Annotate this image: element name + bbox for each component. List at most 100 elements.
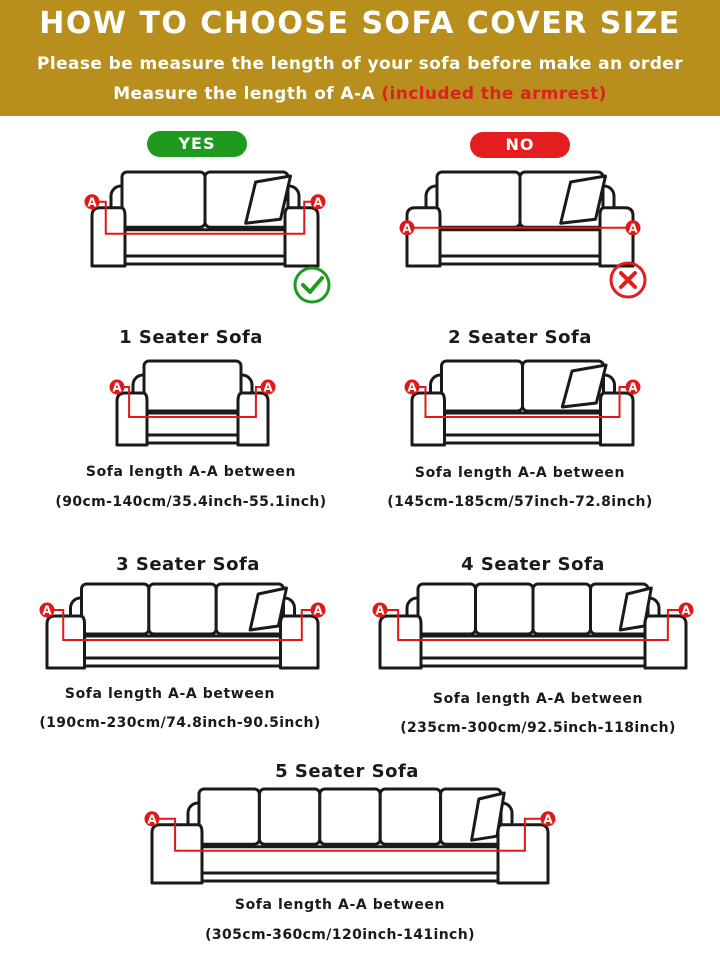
- right-armrest: [643, 614, 688, 670]
- a-marker: A: [372, 602, 388, 618]
- left-armrest: [45, 614, 86, 670]
- a-marker-letter: A: [42, 604, 52, 618]
- a-marker: A: [310, 194, 326, 210]
- sofa-base: [428, 254, 612, 266]
- a-marker-letter: A: [375, 604, 385, 618]
- measure-line: [384, 609, 682, 641]
- a-marker: A: [260, 379, 276, 395]
- back-cushion: [318, 787, 382, 846]
- a-marker: A: [404, 379, 420, 395]
- throw-pillow: [559, 174, 608, 225]
- sofa-base: [409, 656, 657, 668]
- a-marker: A: [540, 811, 556, 827]
- measure-line: [96, 200, 314, 235]
- sofa-base: [73, 656, 292, 668]
- armrest-note: (included the armrest): [381, 84, 607, 104]
- a-marker: A: [109, 379, 125, 395]
- page-title: HOW TO CHOOSE SOFA COVER SIZE: [39, 6, 681, 41]
- sofa-1-title: 1 Seater Sofa: [119, 327, 263, 348]
- measure-line: [51, 609, 314, 641]
- a-marker-letter: A: [313, 195, 323, 209]
- sofa-base: [433, 433, 612, 445]
- a-marker-letter: A: [147, 812, 157, 826]
- right-armrest: [279, 614, 320, 670]
- sofa-base: [113, 254, 297, 266]
- a-marker-dot: [84, 194, 100, 210]
- a-marker-dot: [144, 811, 160, 827]
- sofa-5-length-label: Sofa length A-A between: [234, 897, 446, 913]
- right-armrest: [283, 206, 320, 268]
- a-marker-letter: A: [313, 604, 323, 618]
- sofa-1-range: (90cm-140cm/35.4inch-55.1inch): [55, 494, 327, 510]
- sofa-3-title: 3 Seater Sofa: [116, 554, 260, 575]
- a-marker-dot: [310, 602, 326, 618]
- a-marker-dot: [678, 602, 694, 618]
- a-marker-letter: A: [628, 221, 638, 235]
- measure-line: [121, 386, 264, 418]
- a-marker: A: [84, 194, 100, 210]
- a-marker-dot: [260, 379, 276, 395]
- left-armrest: [150, 823, 204, 885]
- sofa-3-range: (190cm-230cm/74.8inch-90.5inch): [39, 715, 321, 731]
- a-marker-dot: [404, 379, 420, 395]
- a-marker: A: [39, 602, 55, 618]
- a-marker-dot: [399, 220, 415, 236]
- throw-pillow: [244, 174, 293, 225]
- sofa-4-length-label: Sofa length A-A between: [432, 691, 644, 707]
- back-cushion: [435, 170, 522, 229]
- back-cushion: [197, 787, 261, 846]
- left-armrest: [405, 206, 442, 268]
- a-marker: A: [625, 220, 641, 236]
- sofa-5-title: 5 Seater Sofa: [275, 761, 419, 782]
- sofa-4-range: (235cm-300cm/92.5inch-118inch): [400, 720, 676, 736]
- no-badge: NO: [470, 132, 570, 158]
- a-marker: A: [625, 379, 641, 395]
- a-marker-letter: A: [112, 381, 122, 395]
- back-cushion: [147, 582, 218, 636]
- back-cushion: [142, 359, 243, 413]
- sofa-3-length-label: Sofa length A-A between: [64, 686, 276, 702]
- back-cushion: [531, 582, 592, 636]
- right-armrest: [236, 391, 270, 447]
- yes-badge: YES: [147, 131, 247, 157]
- a-marker-letter: A: [681, 604, 691, 618]
- a-marker-letter: A: [407, 381, 417, 395]
- instruction-line-2: Measure the length of A-A (included the …: [0, 84, 720, 104]
- a-marker: A: [678, 602, 694, 618]
- back-cushion: [120, 170, 207, 229]
- a-marker-letter: A: [543, 812, 553, 826]
- sofa-2-range: (145cm-185cm/57inch-72.8inch): [387, 494, 653, 510]
- measure-line: [156, 817, 544, 852]
- a-marker-dot: [625, 220, 641, 236]
- back-cushion: [378, 787, 443, 846]
- a-marker: A: [310, 602, 326, 618]
- a-marker-letter: A: [402, 221, 412, 235]
- right-armrest: [599, 391, 635, 447]
- seat-cushion: [428, 228, 612, 258]
- a-marker-dot: [372, 602, 388, 618]
- instruction-line-1: Please be measure the length of your sof…: [37, 54, 683, 74]
- sofa-5-range: (305cm-360cm/120inch-141inch): [205, 927, 475, 943]
- a-marker-dot: [540, 811, 556, 827]
- left-armrest: [410, 391, 446, 447]
- a-marker-letter: A: [628, 381, 638, 395]
- a-marker-dot: [39, 602, 55, 618]
- right-armrest: [496, 823, 550, 885]
- back-cushion: [80, 582, 151, 636]
- a-marker-dot: [625, 379, 641, 395]
- a-marker: A: [399, 220, 415, 236]
- back-cushion: [474, 582, 535, 636]
- a-marker-letter: A: [263, 381, 273, 395]
- sofa-1-length-label: Sofa length A-A between: [85, 464, 297, 480]
- cross-mark-icon: [609, 261, 647, 299]
- back-cushion: [440, 359, 524, 413]
- sofa-2-title: 2 Seater Sofa: [448, 327, 592, 348]
- a-marker-letter: A: [87, 195, 97, 209]
